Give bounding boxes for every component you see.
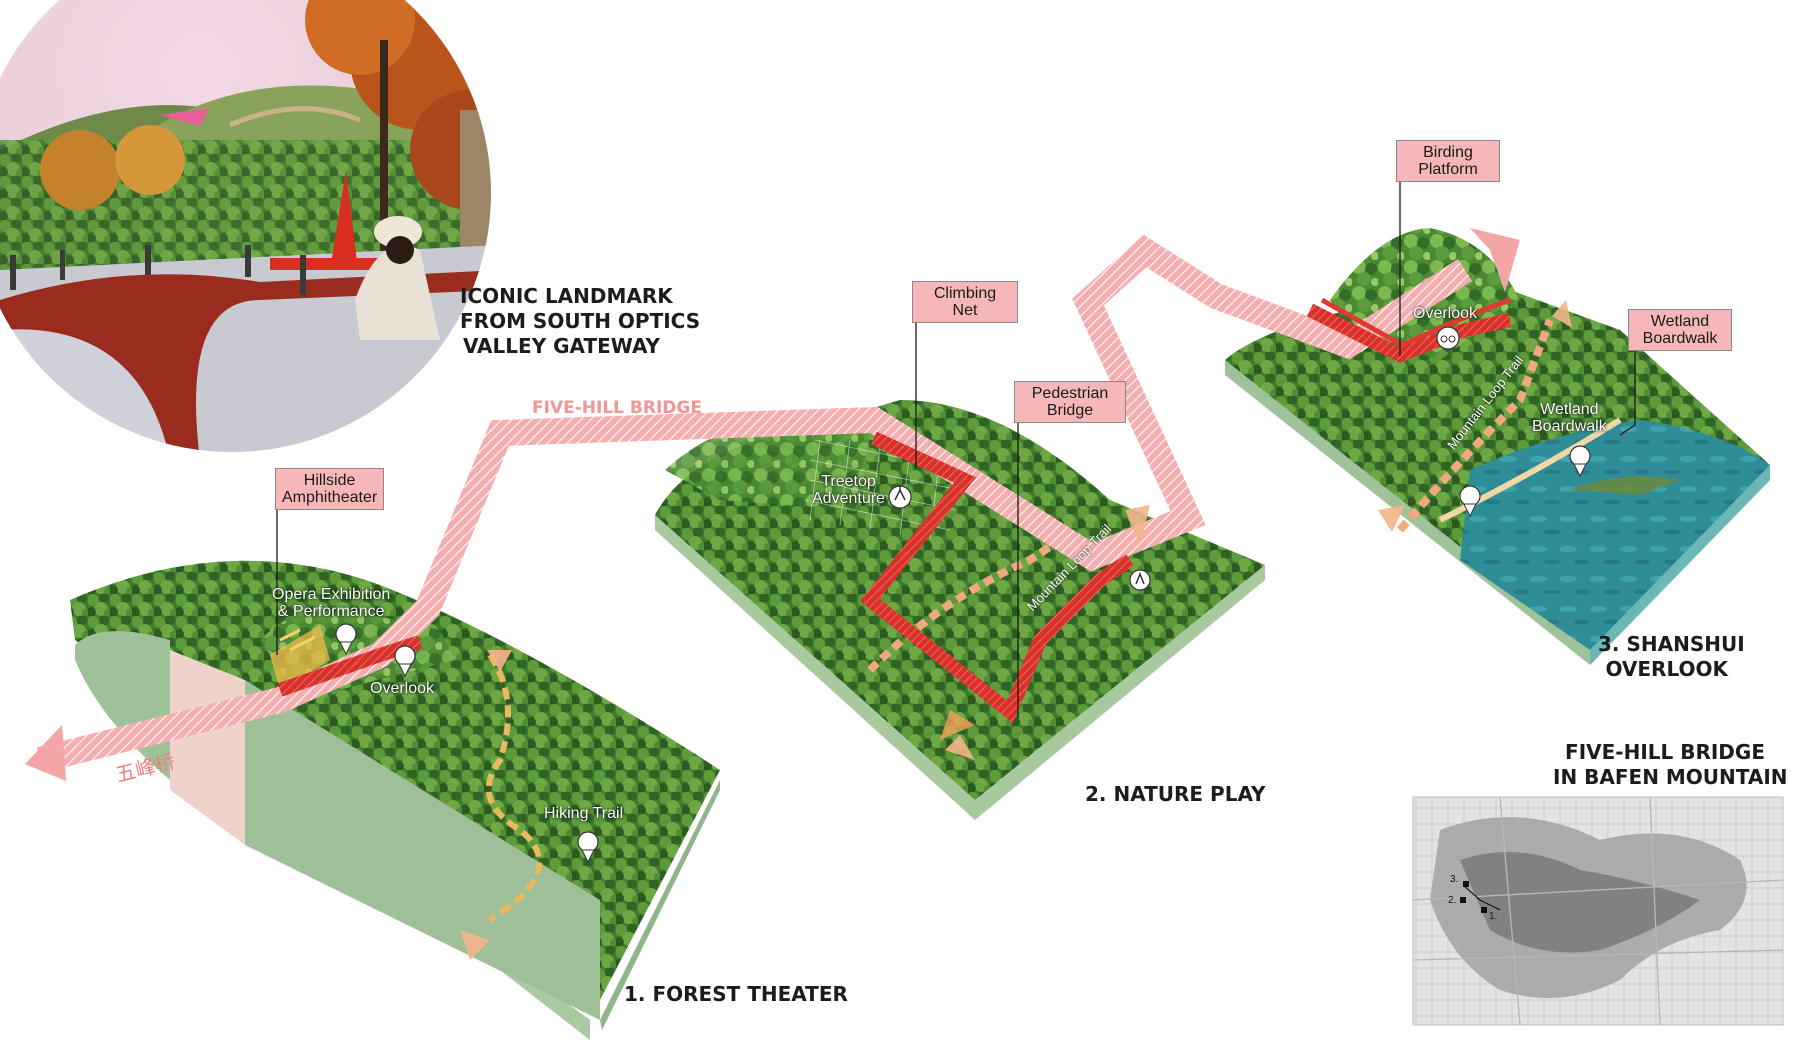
callout-climbing-net: Climbing Net <box>912 281 1018 323</box>
label-opera-exhibition: Opera Exhibition & Performance <box>272 586 390 620</box>
climbing-net-grid <box>804 439 961 541</box>
shanshui-block <box>1225 228 1770 665</box>
callout-hillside-amphitheater: Hillside Amphitheater <box>275 468 385 510</box>
wetland-water <box>1460 420 1770 650</box>
map-marker-2: 2. <box>1448 895 1457 906</box>
callout-birding-platform-line-1: Birding <box>1423 144 1473 161</box>
label-wetland-boardwalk-3: Wetland Boardwalk <box>1532 401 1607 435</box>
location-map-title: FIVE-HILL BRIDGE IN BAFEN MOUNTAIN <box>1553 740 1788 790</box>
landmark-heading-line-1: ICONIC LANDMARK <box>460 284 673 308</box>
climber-icon <box>888 485 912 509</box>
location-pin-icon-5 <box>1459 485 1481 518</box>
callout-climbing-net-line-1: Climbing <box>933 285 997 302</box>
location-pin-icon-2 <box>394 645 416 678</box>
label-opera-line-2: & Performance <box>277 603 385 620</box>
map-marker-1: 1. <box>1489 911 1498 922</box>
binoculars-icon <box>1436 326 1460 350</box>
map-marker-3: 3. <box>1450 874 1459 885</box>
label-overlook-3: Overlook <box>1413 305 1478 322</box>
label-treetop-line-2: Adventure <box>812 490 885 507</box>
label-wetland-line-1: Wetland <box>1540 401 1599 418</box>
callout-birding-platform-line-2: Platform <box>1418 161 1478 178</box>
landmark-heading: ICONIC LANDMARK FROM SOUTH OPTICS VALLEY… <box>460 284 701 359</box>
label-overlook-1: Overlook <box>370 680 435 697</box>
person-with-hat <box>355 245 440 340</box>
callout-pedestrian-bridge-line-2: Bridge <box>1046 402 1094 419</box>
forest-theater-heading: 1. FOREST THEATER <box>624 982 848 1006</box>
nature-play-block <box>655 400 1265 820</box>
callout-climbing-net-line-2: Net <box>952 302 978 319</box>
location-map <box>1412 796 1784 1026</box>
callout-pedestrian-bridge-line-1: Pedestrian <box>1031 385 1109 402</box>
landmark-heading-line-2: FROM SOUTH OPTICS <box>460 309 701 333</box>
callout-birding-platform: Birding Platform <box>1396 140 1500 182</box>
location-map-title-line-2: IN BAFEN MOUNTAIN <box>1553 765 1788 789</box>
landmark-circle-frame <box>0 0 493 454</box>
callout-hillside-amphitheater-line-1: Hillside <box>303 472 356 489</box>
label-treetop-line-1: Treetop <box>821 473 876 490</box>
landmark-rendering <box>0 0 492 453</box>
callout-wetland-boardwalk: Wetland Boardwalk <box>1628 309 1732 351</box>
shanshui-heading-line-2: OVERLOOK <box>1605 657 1728 681</box>
landmark-heading-line-3: VALLEY GATEWAY <box>462 334 660 358</box>
label-opera-line-1: Opera Exhibition <box>272 586 391 603</box>
location-map-title-line-1: FIVE-HILL BRIDGE <box>1565 740 1765 764</box>
callout-wetland-boardwalk-line-2: Boardwalk <box>1642 330 1718 347</box>
trail-arrows <box>460 300 1572 960</box>
hiker-icon <box>1129 569 1151 591</box>
location-pin-icon-3 <box>577 831 599 864</box>
label-treetop-adventure: Treetop Adventure <box>812 473 885 507</box>
five-hill-bridge-label: FIVE-HILL BRIDGE <box>532 398 702 418</box>
shanshui-heading-line-1: 3. SHANSHUI <box>1598 632 1745 656</box>
landmark-tower <box>330 170 358 270</box>
location-pin-icon-4 <box>1569 445 1591 478</box>
five-hill-bridge-ribbon <box>25 228 1520 781</box>
callout-wetland-boardwalk-line-1: Wetland <box>1650 313 1710 330</box>
label-wetland-line-2: Boardwalk <box>1532 418 1607 435</box>
location-pin-icon-1 <box>335 623 357 656</box>
nature-play-heading: 2. NATURE PLAY <box>1085 782 1266 806</box>
callout-hillside-amphitheater-line-2: Amphitheater <box>282 489 378 506</box>
shanshui-heading: 3. SHANSHUI OVERLOOK <box>1598 632 1745 682</box>
forest-theater-block <box>70 560 720 1040</box>
label-hiking-trail: Hiking Trail <box>544 805 624 822</box>
callout-pedestrian-bridge: Pedestrian Bridge <box>1014 381 1126 423</box>
arrow-west <box>25 725 66 781</box>
arrow-northeast <box>1470 228 1520 292</box>
